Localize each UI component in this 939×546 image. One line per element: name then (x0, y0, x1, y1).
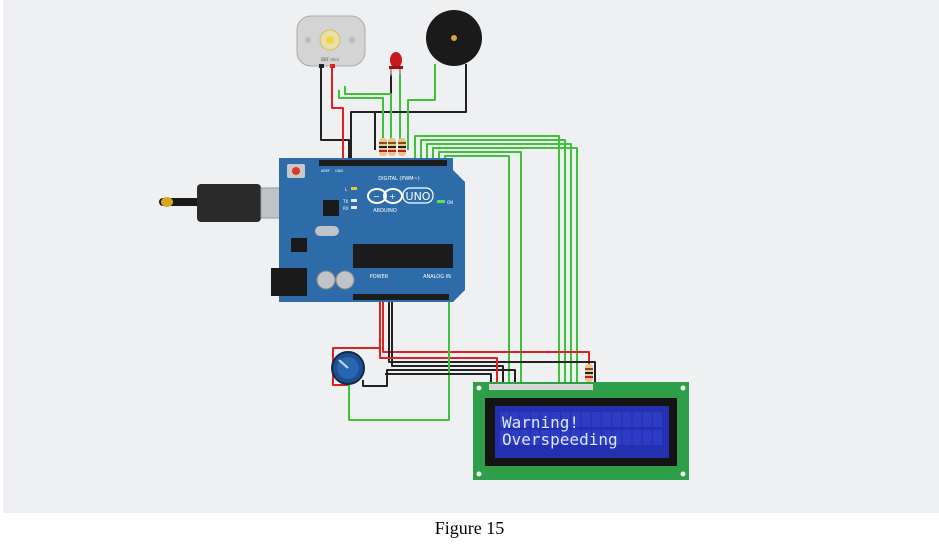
analog-header[interactable] (353, 294, 449, 300)
wire-buzzer-black (374, 64, 467, 150)
digital-header[interactable] (319, 160, 447, 166)
lcd-char-cell (510, 430, 520, 445)
digital-label: DIGITAL (PWM~) (378, 176, 420, 182)
aref-label: AREF (321, 169, 330, 173)
resistor-lcd (585, 364, 593, 382)
lcd-char-cell (581, 412, 591, 427)
wire-gnd-black (388, 302, 596, 385)
lcd-char-cell (642, 412, 652, 427)
dc-motor[interactable]: DBF mini (296, 15, 366, 68)
lcd-line-2: Overspeeding (502, 430, 618, 449)
gnd-label: GND (335, 169, 343, 173)
lcd-char-cell (510, 412, 520, 427)
lcd-char-grid (500, 412, 662, 445)
board-model: UNO (406, 190, 431, 203)
l-led-indicator (351, 187, 357, 190)
motor-shaft-icon (326, 36, 334, 44)
wire-lcd-d5 (426, 143, 572, 385)
arduino-infinity-icon: − + (367, 188, 403, 204)
wire-lcd-d6 (420, 139, 566, 385)
resistor (398, 138, 406, 156)
wire-lcd-en (438, 151, 522, 385)
motor-label: DBF mini (321, 57, 339, 62)
arduino-uno-board[interactable]: − + UNO ARDUINO DIGITAL (PWM~) ANALOG IN… (271, 158, 465, 302)
lcd-char-cell (632, 430, 642, 445)
on-label: ON (447, 200, 453, 205)
wire-red-lcd (379, 348, 498, 385)
lcd-char-cell (551, 412, 560, 427)
tx-label: TX (342, 199, 348, 204)
wire-motor-red (331, 64, 344, 165)
lcd-char-cell (571, 412, 581, 427)
lcd-16x2[interactable]: Warning! Overspeeding (473, 382, 689, 480)
atmega-chip (353, 244, 453, 268)
lcd-char-cell (561, 412, 571, 427)
wire-gnd-black-2 (391, 302, 504, 385)
board-brand: ARDUINO (373, 208, 397, 214)
lcd-pin-header (489, 384, 593, 390)
analog-label: ANALOG IN (423, 274, 451, 280)
lcd-line-1: Warning! (502, 413, 579, 432)
lcd-char-cell (540, 430, 550, 445)
rx-label: RX (343, 206, 349, 211)
potentiometer[interactable] (331, 351, 365, 385)
wires (320, 64, 596, 421)
wire-gnd-pot (362, 369, 516, 387)
lcd-char-cell (540, 412, 550, 427)
lcd-char-cell (551, 430, 560, 445)
l-label: L (345, 187, 348, 192)
resistors-top (379, 138, 406, 156)
lcd-char-cell (622, 430, 632, 445)
lcd-char-cell (581, 430, 591, 445)
lcd-char-cell (530, 430, 540, 445)
wire-pot-wiper (348, 300, 450, 421)
lcd-char-cell (602, 412, 611, 427)
piezo-buzzer[interactable] (426, 10, 482, 66)
wire-lcd-d4 (432, 147, 578, 385)
lcd-char-cell (612, 412, 622, 427)
wire-green-a (338, 90, 384, 150)
wire-pot-gnd (385, 373, 492, 385)
resistor (379, 138, 387, 156)
lcd-char-cell (520, 430, 530, 445)
lcd-char-cell (591, 430, 601, 445)
svg-text:−: − (373, 192, 380, 201)
lcd-char-cell (500, 430, 509, 445)
lcd-char-cell (561, 430, 571, 445)
wire-lcd-d7 (414, 135, 560, 385)
lcd-char-cell (520, 412, 530, 427)
wire-buzzer-green (407, 64, 436, 150)
lcd-char-cell (653, 430, 662, 445)
svg-text:+: + (389, 192, 396, 201)
lcd-char-cell (500, 412, 509, 427)
wire-motor-black (320, 64, 350, 165)
rx-led-indicator (351, 206, 357, 209)
figure-caption: Figure 15 (434, 518, 505, 538)
lcd-char-cell (612, 430, 622, 445)
lcd-char-cell (602, 430, 611, 445)
buzzer-center-icon (451, 35, 457, 41)
lcd-char-cell (530, 412, 540, 427)
lcd-char-cell (653, 412, 662, 427)
wire-green-b (344, 86, 392, 150)
lcd-char-cell (632, 412, 642, 427)
simulator-canvas[interactable]: DBF mini (3, 0, 939, 513)
power-jack[interactable] (271, 268, 307, 296)
lcd-char-cell (591, 412, 601, 427)
on-led-indicator (437, 200, 445, 203)
circuit-diagram: DBF mini (159, 10, 689, 480)
lcd-char-cell (571, 430, 581, 445)
wire-5v-red-pot (332, 302, 381, 386)
lcd-char-cell (642, 430, 652, 445)
pot-knob-icon (338, 359, 349, 369)
tx-led-indicator (351, 199, 357, 202)
lcd-char-cell (622, 412, 632, 427)
resistor (388, 138, 396, 156)
led[interactable] (389, 52, 403, 76)
power-label: POWER (370, 274, 389, 280)
